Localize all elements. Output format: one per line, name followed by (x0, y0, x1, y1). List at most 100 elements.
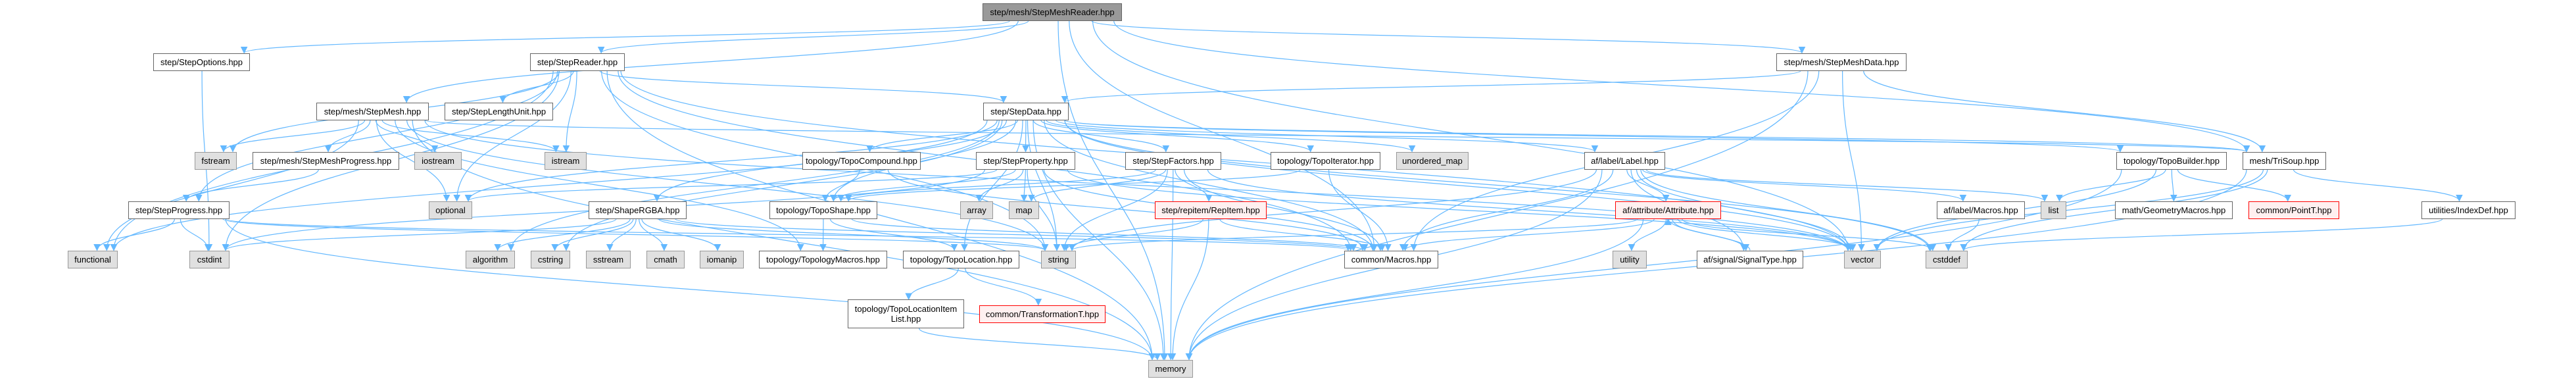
edge-StepProperty-to-string (1027, 169, 1061, 251)
node-map[interactable]: map (1009, 201, 1039, 219)
node-cstddef[interactable]: cstddef (1926, 250, 1968, 268)
edge-Label-to-vector (1636, 169, 1855, 251)
edge-StepData-to-string (1027, 120, 1061, 251)
node-cstring[interactable]: cstring (531, 250, 570, 268)
edge-StepMeshData-to-StepData (1061, 70, 1801, 103)
node-step-mesh[interactable]: step/mesh/StepMesh.hpp (316, 102, 429, 120)
edge-StepReader-to-optional (453, 70, 571, 202)
node-signal-type[interactable]: af/signal/SignalType.hpp (1697, 250, 1803, 268)
edge-StepData-to-vector (1064, 120, 1852, 251)
node-string[interactable]: string (1041, 250, 1076, 268)
node-topo-location[interactable]: topology/TopoLocation.hpp (903, 250, 1019, 268)
node-attribute[interactable]: af/attribute/Attribute.hpp (1615, 201, 1721, 219)
edge-Attribute-to-string (1068, 218, 1638, 251)
node-cmath[interactable]: cmath (646, 250, 685, 268)
node-memory[interactable]: memory (1148, 359, 1193, 378)
edge-StepReader-to-istream (562, 70, 577, 153)
edge-root-to-StepMeshData (1091, 20, 1805, 54)
edge-TopoIterator-to-TopoShape (845, 168, 1301, 202)
edge-StepData-to-functional (110, 120, 988, 251)
edge-StepMesh-to-iostream (375, 120, 439, 153)
edge-TriSoup-to-vector (1873, 169, 2264, 251)
edge-Label-to-string (1068, 169, 1597, 251)
edge-ShapeRGBA-to-algorithm (494, 218, 631, 251)
node-vector[interactable]: vector (1844, 250, 1881, 268)
edge-StepMeshData-to-vector (1842, 70, 1865, 251)
node-optional[interactable]: optional (429, 201, 472, 219)
edge-ShapeRGBA-to-cstdint (222, 218, 617, 251)
node-sstream[interactable]: sstream (586, 250, 631, 268)
node-topo-shape[interactable]: topology/TopoShape.hpp (769, 201, 877, 219)
edge-root-to-StepReader (597, 20, 1029, 54)
node-algorithm[interactable]: algorithm (466, 250, 515, 268)
edge-StepMesh-to-istream (381, 120, 560, 153)
edge-StepReader-to-memory (606, 70, 1156, 361)
node-list[interactable]: list (2041, 201, 2066, 219)
edge-Label-to-list (1645, 168, 2049, 202)
edge-StepData-to-TopoIterator (1040, 119, 1314, 153)
node-utility[interactable]: utility (1613, 250, 1647, 268)
node-step-property[interactable]: step/StepProperty.hpp (976, 151, 1075, 170)
node-geometry-macros[interactable]: math/GeometryMacros.hpp (2115, 201, 2233, 219)
node-tri-soup[interactable]: mesh/TriSoup.hpp (2243, 151, 2326, 170)
edge-TopoBuilder-to-GeometryMacros (2170, 169, 2177, 202)
node-array[interactable]: array (960, 201, 993, 219)
node-topo-compound[interactable]: topology/TopoCompound.hpp (802, 151, 921, 170)
edge-root-to-StepOptions (241, 20, 1010, 54)
edge-ShapeRGBA-to-string (658, 218, 1049, 251)
node-cstdint[interactable]: cstdint (189, 250, 230, 268)
node-label-macros[interactable]: af/label/Macros.hpp (1937, 201, 2025, 219)
node-step-length-unit[interactable]: step/StepLengthUnit.hpp (445, 102, 553, 120)
edge-StepProgress-to-string (222, 218, 1048, 251)
edge-IndexDef-to-cstddef (1960, 218, 2443, 251)
edge-StepMesh-to-fstream (220, 120, 366, 153)
node-index-def[interactable]: utilities/IndexDef.hpp (2421, 201, 2515, 219)
node-point-t[interactable]: common/PointT.hpp (2248, 201, 2339, 219)
node-step-factors[interactable]: step/StepFactors.hpp (1125, 151, 1221, 170)
node-root: step/mesh/StepMeshReader.hpp (983, 3, 1122, 21)
node-step-mesh-data[interactable]: step/mesh/StepMeshData.hpp (1776, 53, 1907, 71)
edge-Attribute-to-cstddef (1682, 218, 1937, 251)
node-step-mesh-progress[interactable]: step/mesh/StepMeshProgress.hpp (253, 151, 399, 170)
node-step-options[interactable]: step/StepOptions.hpp (153, 53, 250, 71)
node-step-reader[interactable]: step/StepReader.hpp (530, 53, 625, 71)
node-step-progress[interactable]: step/StepProgress.hpp (128, 201, 230, 219)
edge-TriSoup-to-IndexDef (2293, 169, 2463, 202)
node-step-data[interactable]: step/StepData.hpp (983, 102, 1069, 120)
edge-StepData-to-optional (464, 120, 998, 202)
edge-Attribute-to-utility (1628, 218, 1667, 251)
node-topo-location-item-list[interactable]: topology/TopoLocationItem List.hpp (848, 299, 964, 328)
edge-root-to-TriSoup (1113, 20, 2250, 153)
edge-ShapeRGBA-to-CommonMacros (675, 218, 1357, 251)
edge-TopoLocationItemList-to-memory (919, 328, 1161, 361)
edge-StepProperty-to-vector (1067, 169, 1852, 251)
edge-StepData-to-unordered_map (1046, 119, 1416, 153)
edge-StepReader-to-StepData (599, 70, 1008, 103)
edge-ShapeRGBA-to-cmath (639, 218, 668, 251)
edge-StepMesh-to-vector (424, 120, 1852, 251)
node-transformation-t[interactable]: common/TransformationT.hpp (979, 305, 1106, 323)
edge-LabelMacros-to-cstddef (1945, 218, 1980, 251)
node-istream[interactable]: istream (545, 151, 587, 170)
node-fstream[interactable]: fstream (195, 151, 237, 170)
edge-TopoBuilder-to-PointT (2177, 169, 2292, 202)
edge-root-to-StepMesh (402, 20, 1019, 103)
node-iostream[interactable]: iostream (414, 151, 462, 170)
node-iomanip[interactable]: iomanip (700, 250, 744, 268)
edge-StepData-to-StepFactors (1033, 120, 1170, 153)
node-unordered_map[interactable]: unordered_map (1396, 151, 1469, 170)
node-shape-rgba[interactable]: step/ShapeRGBA.hpp (589, 201, 687, 219)
edge-StepFactors-to-TopoShape (837, 168, 1156, 202)
edge-StepMeshProgress-to-StepProgress (182, 169, 319, 202)
edge-root-to-vector (1092, 20, 1852, 251)
node-topo-iterator[interactable]: topology/TopoIterator.hpp (1271, 151, 1380, 170)
node-functional[interactable]: functional (68, 250, 118, 268)
node-topology-macros[interactable]: topology/TopologyMacros.hpp (759, 250, 887, 268)
edge-StepMesh-to-functional (103, 120, 359, 251)
node-common-macros[interactable]: common/Macros.hpp (1344, 250, 1438, 268)
node-label[interactable]: af/label/Label.hpp (1584, 151, 1665, 170)
node-rep-item[interactable]: step/repitem/RepItem.hpp (1155, 201, 1267, 219)
edge-StepData-to-cstddef (1064, 120, 1933, 251)
node-topo-builder[interactable]: topology/TopoBuilder.hpp (2116, 151, 2227, 170)
edge-StepMesh-to-optional (376, 120, 450, 202)
